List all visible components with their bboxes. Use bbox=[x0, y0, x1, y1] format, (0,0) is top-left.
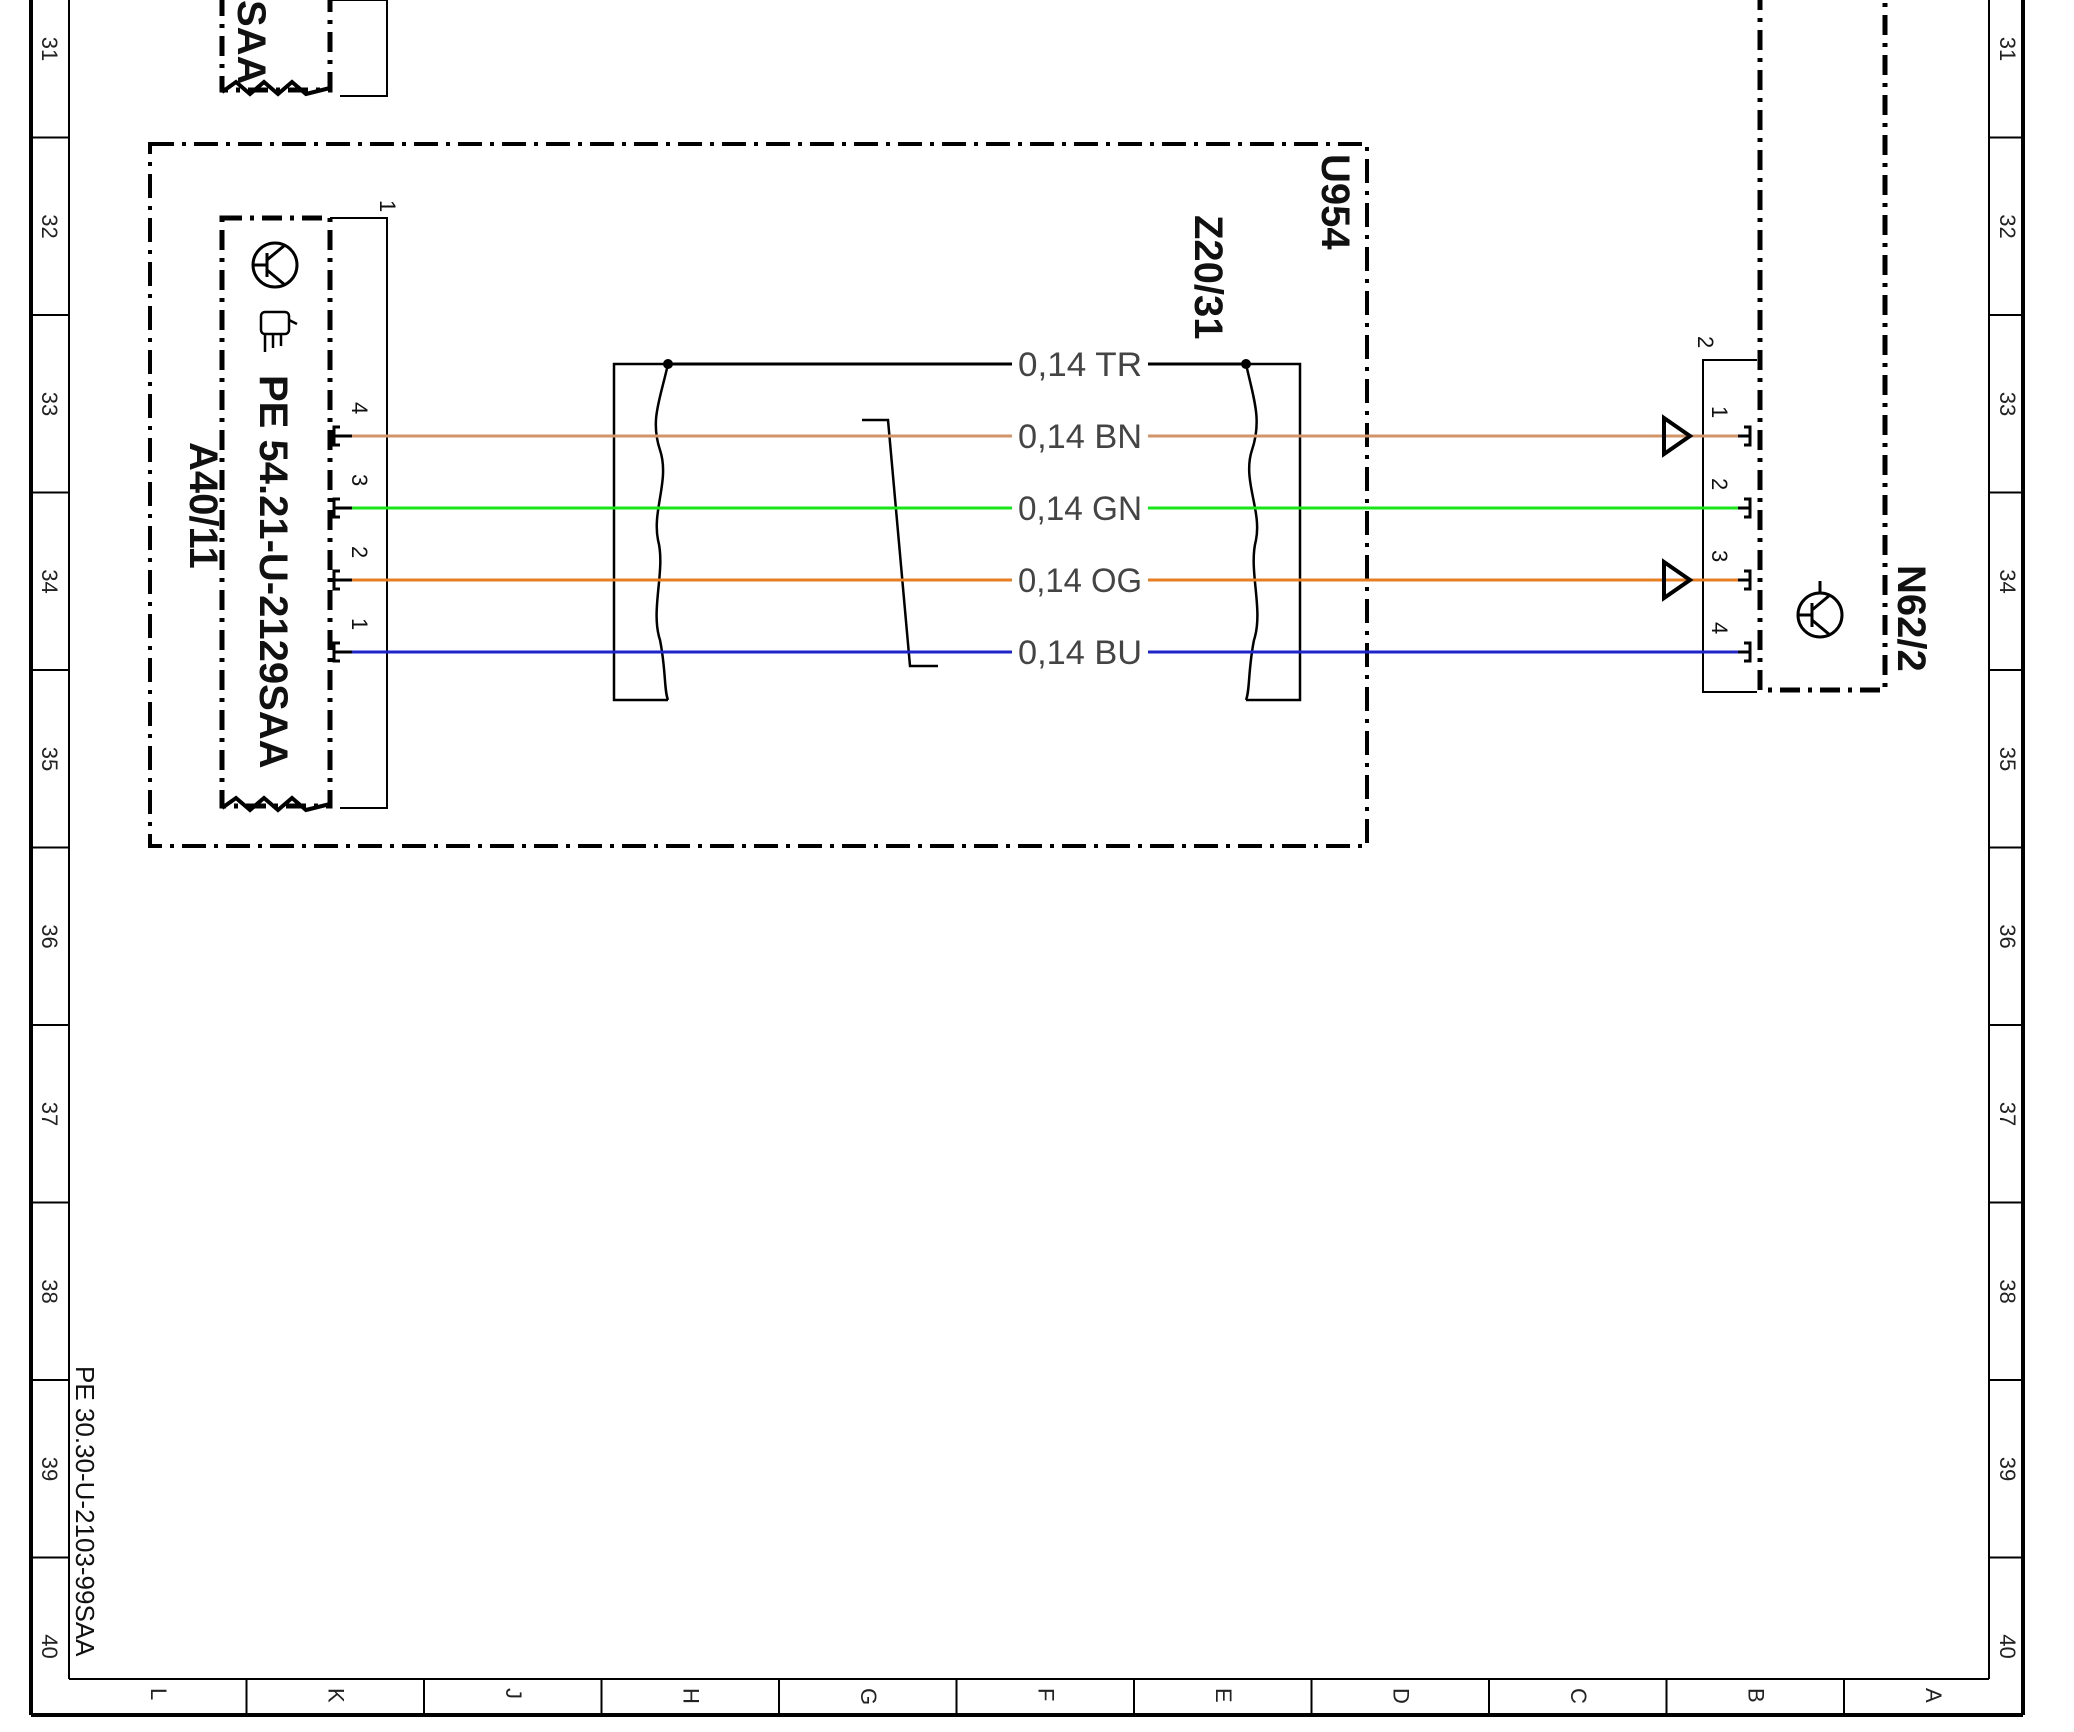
column-tick: K bbox=[323, 1688, 348, 1703]
row-tick-right: 39 bbox=[1995, 1457, 2020, 1481]
pin-terminal bbox=[332, 569, 352, 591]
row-tick-right: 36 bbox=[1995, 924, 2020, 948]
row-tick-right: 33 bbox=[1995, 392, 2020, 416]
pin-terminal bbox=[1738, 641, 1752, 663]
column-tick: L bbox=[146, 1688, 171, 1700]
row-tick-right: 35 bbox=[1995, 747, 2020, 771]
signal-arrow bbox=[1662, 558, 1694, 602]
row-tick-right: 32 bbox=[1995, 214, 2020, 238]
top-fragment-label: SAA bbox=[229, 0, 273, 84]
left-bracket-number: 1 bbox=[375, 200, 400, 212]
right-bracket-number: 2 bbox=[1693, 336, 1718, 348]
row-tick-right: 31 bbox=[1995, 37, 2020, 61]
left-connector-id: A40/11 bbox=[181, 442, 225, 569]
pin-terminal bbox=[1738, 497, 1752, 519]
column-tick: F bbox=[1033, 1688, 1058, 1701]
row-tick-left: 36 bbox=[37, 924, 62, 948]
splice-id: Z20/31 bbox=[1186, 215, 1230, 340]
column-tick: D bbox=[1388, 1688, 1413, 1704]
wire-label: 0,14 OG bbox=[1018, 562, 1142, 600]
wire-label: 0,14 TR bbox=[1018, 346, 1142, 384]
pin-terminal bbox=[1738, 569, 1752, 591]
pin-number: 3 bbox=[1707, 550, 1732, 562]
pin-terminal bbox=[332, 497, 352, 519]
column-tick: H bbox=[678, 1688, 703, 1704]
shield-group-id: U954 bbox=[1313, 154, 1357, 250]
column-tick: E bbox=[1211, 1688, 1236, 1703]
wire-label: 0,14 BN bbox=[1018, 418, 1142, 456]
row-ticks-right: 31 32 33 34 35 36 37 38 39 40 bbox=[1995, 37, 2020, 1659]
row-tick-left: 34 bbox=[37, 569, 62, 593]
row-tick-left: 35 bbox=[37, 747, 62, 771]
wire-4: 0,14 OG bbox=[352, 562, 1738, 600]
column-tick: B bbox=[1743, 1688, 1768, 1703]
right-connector-id: N62/2 bbox=[1889, 565, 1933, 672]
twist-marker-right bbox=[1244, 362, 1302, 702]
wire-5: 0,14 BU bbox=[352, 634, 1738, 672]
shield-group-boundary bbox=[148, 142, 1369, 848]
hand-pointer-icon bbox=[259, 310, 298, 352]
row-tick-left: 31 bbox=[37, 37, 62, 61]
pin-terminal bbox=[332, 641, 352, 663]
row-tick-right: 37 bbox=[1995, 1102, 2020, 1126]
pin-number: 1 bbox=[347, 618, 372, 630]
top-fragment: SAA bbox=[219, 0, 388, 97]
frame bbox=[29, 0, 2025, 1717]
wire-label: 0,14 BU bbox=[1018, 634, 1142, 672]
row-tick-right: 40 bbox=[1995, 1634, 2020, 1658]
row-tick-left: 39 bbox=[37, 1457, 62, 1481]
column-tick: J bbox=[501, 1688, 526, 1699]
right-connector: 2 N62/2 1 2 3 4 bbox=[1693, 0, 1933, 693]
transistor-icon bbox=[251, 241, 299, 289]
doc-reference: PE 30.30-U-2103-99SAA bbox=[70, 1366, 100, 1657]
left-connector: 1 PE 54.21-U-2129SAA A40/11 4 3 2 1 bbox=[181, 200, 400, 813]
row-tick-left: 33 bbox=[37, 392, 62, 416]
signal-arrow bbox=[1662, 414, 1694, 458]
shield-drain-marker bbox=[862, 418, 938, 668]
wire-2: 0,14 BN bbox=[352, 418, 1738, 456]
wire-3: 0,14 GN bbox=[352, 490, 1738, 528]
column-tick: C bbox=[1566, 1688, 1591, 1704]
row-tick-right: 38 bbox=[1995, 1279, 2020, 1303]
column-tick: A bbox=[1921, 1688, 1946, 1703]
row-tick-left: 32 bbox=[37, 214, 62, 238]
pin-terminal bbox=[1738, 425, 1752, 447]
pin-number: 4 bbox=[347, 402, 372, 414]
transistor-icon bbox=[1796, 581, 1844, 639]
column-tick: G bbox=[856, 1688, 881, 1705]
row-tick-right: 34 bbox=[1995, 569, 2020, 593]
wire-1: 0,14 TR bbox=[668, 346, 1246, 384]
wire-label: 0,14 GN bbox=[1018, 490, 1142, 528]
row-ticks-left: 31 32 33 34 35 36 37 38 39 40 bbox=[37, 37, 62, 1659]
twist-marker-left bbox=[612, 362, 670, 702]
row-tick-left: 38 bbox=[37, 1279, 62, 1303]
pin-number: 2 bbox=[347, 546, 372, 558]
left-connector-ref: PE 54.21-U-2129SAA bbox=[251, 375, 295, 769]
pin-number: 3 bbox=[347, 474, 372, 486]
row-tick-left: 40 bbox=[37, 1634, 62, 1658]
pin-terminal bbox=[332, 425, 352, 447]
pin-number: 2 bbox=[1707, 478, 1732, 490]
pin-number: 1 bbox=[1707, 406, 1732, 418]
row-tick-left: 37 bbox=[37, 1102, 62, 1126]
wires: 0,14 TR 0,14 BN 0,14 GN 0,14 OG 0,14 BU bbox=[352, 346, 1738, 672]
pin-number: 4 bbox=[1707, 622, 1732, 634]
